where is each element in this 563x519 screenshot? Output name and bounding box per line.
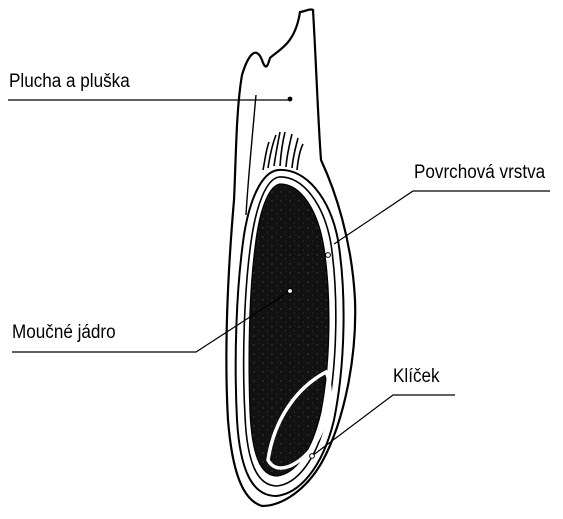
label-husk: Plucha a pluška <box>9 72 130 91</box>
leader-surface <box>334 191 550 244</box>
marker-surface <box>326 253 331 258</box>
label-surface-layer: Povrchová vrstva <box>414 163 545 182</box>
marker-husk <box>288 97 293 102</box>
label-germ: Klíček <box>393 367 440 386</box>
marker-endosperm <box>288 289 293 294</box>
label-endosperm: Moučné jádro <box>12 323 116 342</box>
marker-germ <box>310 454 315 459</box>
